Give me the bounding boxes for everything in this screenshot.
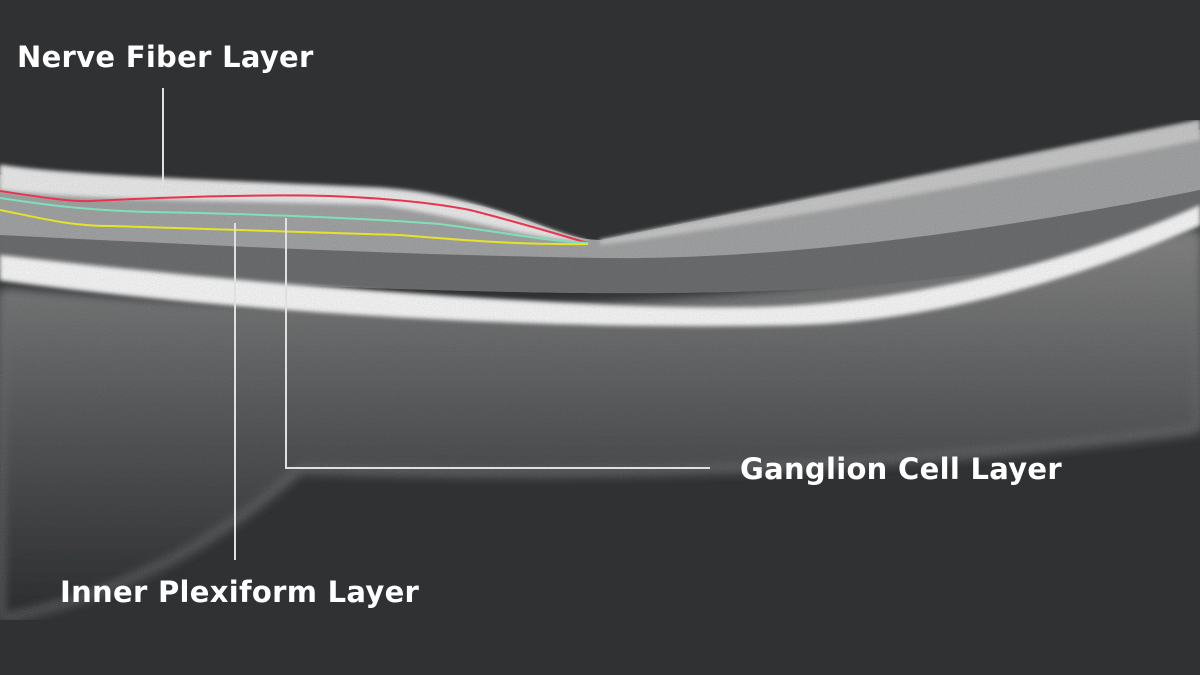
choroid-layer: [0, 230, 1200, 620]
ganglion-pointer-line: [285, 218, 710, 469]
inner-retina: [0, 130, 1200, 259]
inner-plexiform-boundary-line: [0, 209, 589, 246]
rpe-band: [0, 205, 1200, 327]
nerve-fiber-layer-label: Nerve Fiber Layer: [17, 40, 314, 74]
nerve-fiber-boundary-line: [0, 190, 589, 244]
right-nerve-fiber-band: [600, 120, 1200, 245]
inner-plexiform-layer-label: Inner Plexiform Layer: [60, 575, 420, 609]
ganglion-boundary-line: [0, 197, 589, 244]
ganglion-cell-layer-label: Ganglion Cell Layer: [740, 452, 1062, 486]
outer-retina: [0, 175, 1200, 294]
nerve-fiber-band: [0, 165, 590, 242]
